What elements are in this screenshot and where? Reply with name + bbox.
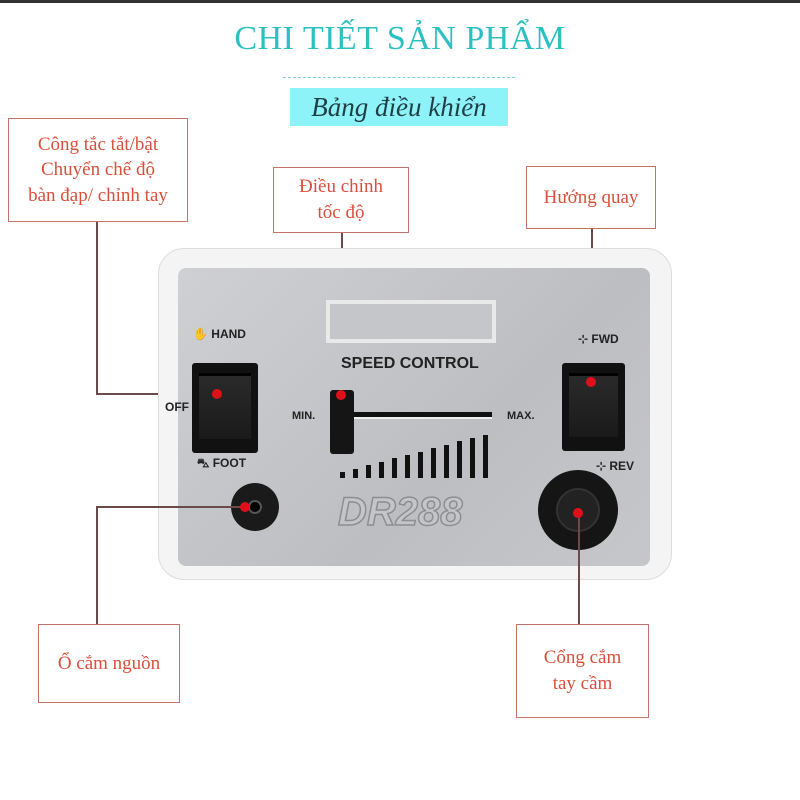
callout-line: tốc độ: [317, 202, 365, 223]
callout-line: tay cầm: [552, 673, 613, 694]
callout-line: bàn đạp/ chỉnh tay: [28, 184, 168, 206]
speed-level-bar: [431, 448, 436, 478]
leader-line: [96, 222, 98, 394]
foot-label: ⛍ FOOT: [197, 456, 247, 470]
min-label: MIN.: [292, 410, 316, 422]
speed-level-bar: [340, 472, 345, 478]
callout-line: Điều chỉnh: [299, 176, 383, 198]
fwd-label: ⊹ FWD: [578, 332, 619, 346]
leader-line: [96, 506, 246, 508]
speed-level-bar: [366, 465, 371, 478]
speed-level-bar: [405, 455, 410, 478]
callout-line: Chuyển chế độ: [41, 159, 155, 181]
speed-level-bar: [483, 434, 488, 478]
speed-level-bar: [379, 461, 384, 478]
page-title: CHI TIẾT SẢN PHẨM: [234, 20, 566, 57]
top-border: [0, 0, 800, 3]
callout-speed: Điều chỉnh tốc độ: [273, 167, 409, 233]
callout-line: Ổ cắm nguồn: [57, 652, 161, 674]
callout-direction: Hướng quay: [526, 166, 656, 229]
speed-slider-knob[interactable]: [330, 390, 354, 454]
leader-line: [96, 393, 217, 395]
speed-level-bar: [444, 444, 449, 478]
marker-dot: [336, 390, 346, 400]
speed-level-bar: [392, 458, 397, 478]
rev-label: ⊹ REV: [596, 459, 635, 473]
marker-dot: [240, 502, 250, 512]
speed-slider-track[interactable]: [352, 412, 492, 419]
marker-dot: [212, 389, 222, 399]
direction-switch[interactable]: [562, 363, 625, 451]
leader-line: [96, 506, 98, 624]
divider: [283, 77, 515, 78]
max-label: MAX.: [507, 410, 535, 422]
callout-power-socket: Ổ cắm nguồn: [38, 624, 180, 703]
model-name: DR288: [337, 489, 463, 535]
section-subtitle: Bảng điều khiển: [290, 88, 508, 126]
display-window: [326, 300, 496, 343]
callout-power-switch: Công tắc tắt/bật Chuyển chế độ bàn đạp/ …: [8, 118, 188, 222]
callout-handpiece-port: Cổng cắm tay cầm: [516, 624, 649, 718]
speed-level-bar: [457, 441, 462, 478]
off-label: OFF: [165, 400, 189, 414]
callout-line: Hướng quay: [543, 186, 639, 208]
speed-level-bar: [418, 451, 423, 478]
speed-level-bar: [353, 468, 358, 478]
callout-line: Cổng cắm: [543, 647, 622, 669]
leader-line: [578, 513, 580, 624]
callout-line: Công tắc tắt/bật: [37, 133, 159, 155]
speed-level-bar: [470, 438, 475, 478]
hand-label: ✋ HAND: [193, 327, 246, 341]
power-mode-switch[interactable]: [192, 363, 258, 453]
marker-dot: [573, 508, 583, 518]
marker-dot: [586, 377, 596, 387]
speed-control-label: SPEED CONTROL: [341, 355, 479, 372]
